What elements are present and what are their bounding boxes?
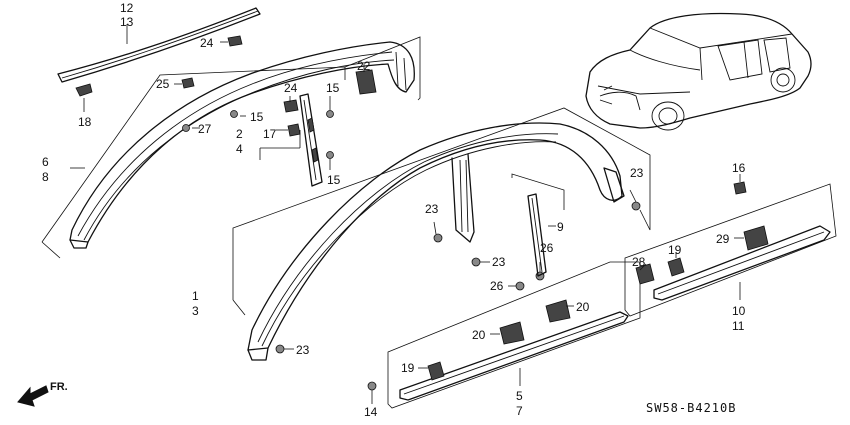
callout-9: 9	[557, 220, 564, 234]
callout-10: 10	[732, 304, 746, 318]
callout-25: 25	[156, 77, 170, 91]
callout-23-d: 23	[296, 343, 310, 357]
callout-11: 11	[732, 319, 745, 333]
callout-20-b: 20	[472, 328, 486, 342]
callout-4: 4	[236, 142, 243, 156]
callout-13: 13	[120, 15, 134, 29]
callout-23-b: 23	[425, 202, 439, 216]
callout-17: 17	[263, 127, 277, 141]
fasteners-top	[181, 35, 377, 159]
callout-18: 18	[78, 115, 92, 129]
callout-14: 14	[364, 405, 378, 419]
callout-23-c: 23	[492, 255, 506, 269]
callout-numbers: 12 13 24 25 18 22 24 15 15 27 2 17 4 15 …	[42, 1, 746, 419]
callout-26: 26	[540, 241, 554, 255]
callout-19: 19	[668, 243, 682, 257]
callout-2: 2	[236, 127, 243, 141]
callout-22: 22	[357, 59, 371, 73]
callout-8: 8	[42, 170, 49, 184]
callout-29: 29	[716, 232, 730, 246]
roof-molding-part	[57, 7, 261, 83]
front-pillar-garnish-part	[299, 93, 323, 187]
callout-24: 24	[200, 36, 214, 50]
callout-28: 28	[632, 255, 646, 269]
callout-7: 7	[516, 404, 523, 418]
screw-14-part	[367, 381, 377, 391]
callout-26-b: 26	[490, 279, 504, 293]
callout-23: 23	[630, 166, 644, 180]
rear-pillar-garnish-part	[527, 193, 547, 277]
callout-20: 20	[576, 300, 590, 314]
callout-5: 5	[516, 389, 523, 403]
callout-15-b: 15	[250, 110, 264, 124]
callout-15: 15	[326, 81, 340, 95]
callout-6: 6	[42, 155, 49, 169]
front-direction-arrow-icon	[17, 385, 49, 407]
front-sill-molding-part	[399, 299, 629, 401]
rear-door-sash-part	[247, 122, 625, 361]
callout-27: 27	[198, 122, 212, 136]
callout-19-b: 19	[401, 361, 415, 375]
direction-label: FR.	[50, 381, 68, 393]
callout-16: 16	[732, 161, 746, 175]
clip-18-part	[75, 83, 93, 97]
callout-3: 3	[192, 304, 199, 318]
car-illustration	[585, 12, 812, 131]
rear-sill-molding-part	[635, 225, 831, 301]
diagram-code: SW58-B4210B	[646, 401, 736, 415]
callout-24-b: 24	[284, 81, 298, 95]
callout-12: 12	[120, 1, 134, 15]
callout-1: 1	[192, 289, 199, 303]
callout-15-c: 15	[327, 173, 341, 187]
